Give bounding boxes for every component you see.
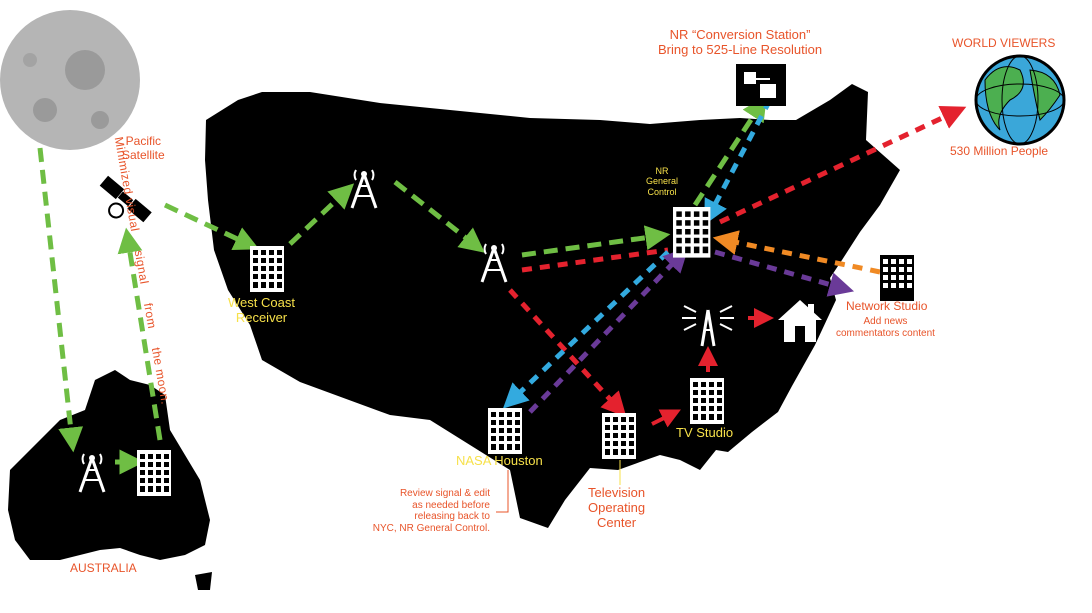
link-network-nr [712,230,881,275]
link-conversion-nr [704,98,773,226]
office-building-icon [880,255,914,301]
link-aus-satellite [117,227,163,441]
pacific-satellite-label: Pacific Satellite [122,134,165,162]
link-tower1-tower2 [393,180,485,253]
world-viewers-label: WORLD VIEWERS [952,36,1056,50]
network-note-label: Add news commentators content [836,316,935,339]
link-tower2-toc [508,288,627,418]
tasmania [195,572,212,590]
australia-label: AUSTRALIA [70,561,137,575]
link-tower2-nr [521,225,671,258]
house-icon [778,300,822,342]
link-toc-tvstudio [651,409,681,428]
tv-studio-label: TV Studio [676,425,734,440]
link-moon-australia [37,147,84,453]
office-building-icon [673,207,711,258]
office-building-icon [488,408,522,454]
link-nr-network [714,249,855,297]
toc-label: Television Operating Center [588,485,646,530]
globe-icon [974,54,1066,146]
moon-icon [0,10,140,150]
link-nr-conversion [692,95,767,207]
review-note-pointer [496,470,509,513]
link-nr-world [718,105,967,225]
link-westcoast-tower1 [288,183,355,246]
satellite-icon [98,174,154,224]
network-studio-label: Network Studio [846,299,928,313]
usa-landmass [205,84,900,528]
office-building-icon [690,378,724,424]
broadcast-antenna-icon [682,305,734,347]
link-houston-nr [528,246,689,414]
office-building-icon [250,246,284,292]
nasa-houston-label: NASA Houston [456,453,543,468]
australia-landmass [8,370,210,560]
west-coast-label: West Coast Receiver [228,295,295,325]
office-building-icon [137,450,171,496]
conversion-label: NR “Conversion Station” Bring to 525-Lin… [658,27,823,57]
link-tower2-nr-red [521,247,669,273]
review-note-label: Review signal & edit as needed before re… [372,488,490,534]
world-count-label: 530 Million People [950,144,1049,158]
conversion-station-icon [736,64,786,106]
nr-general-label: NR General Control [646,166,679,197]
office-building-icon [602,413,636,459]
link-satellite-westcoast [163,202,260,250]
